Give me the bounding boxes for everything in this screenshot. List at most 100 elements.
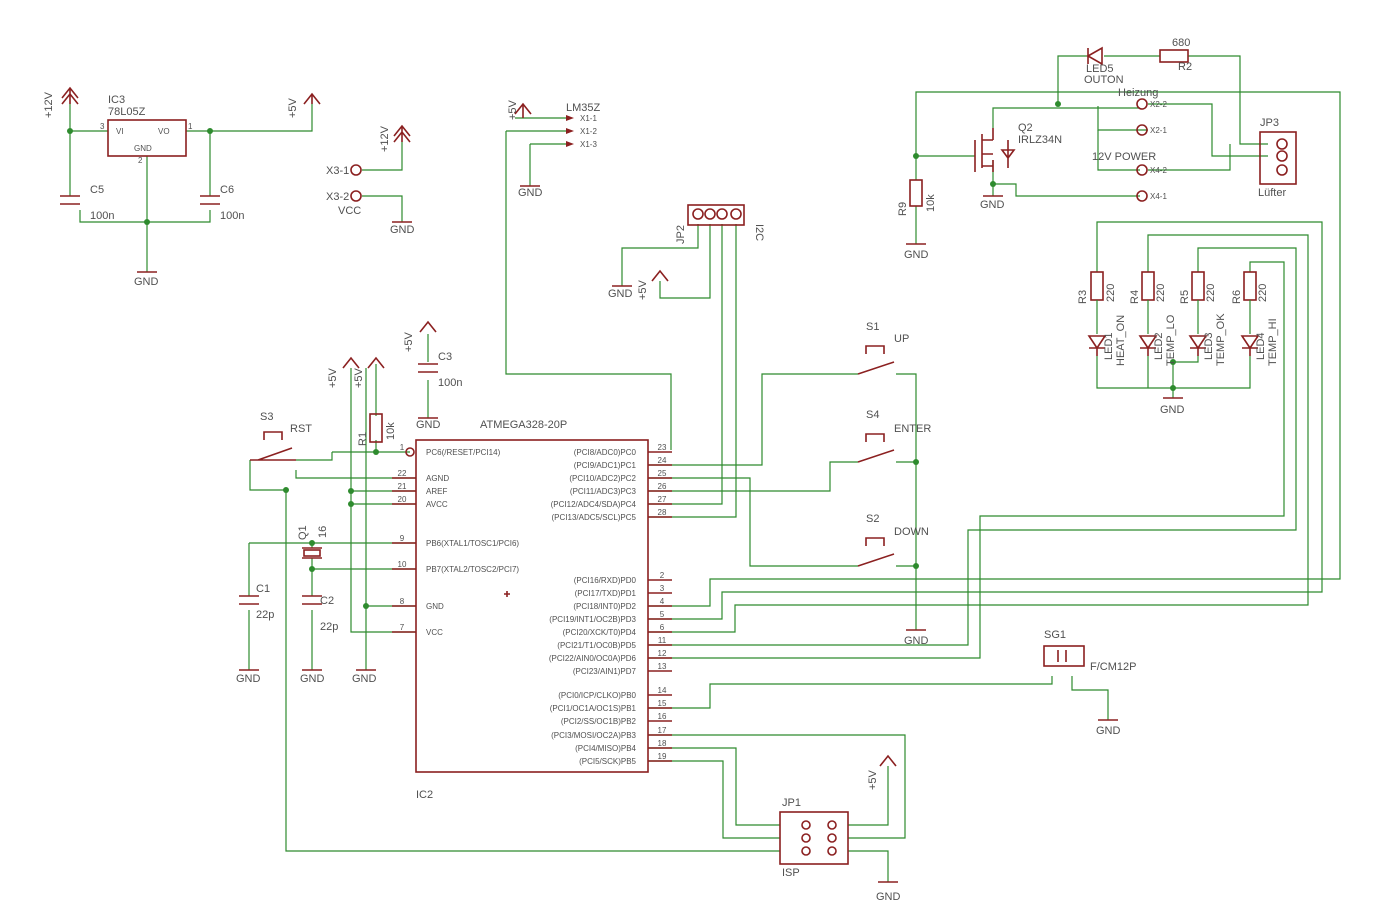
mcu-pin-number: 8 [400,597,405,606]
mcu-pin-name: (PCI11/ADC3)PC3 [570,487,637,496]
mcu-pin-number: 17 [658,726,667,735]
mcu-pin-number: 16 [658,712,667,721]
label-gnd-lm35: GND [518,187,543,199]
label-x2-2: X2-2 [1150,100,1167,109]
label-gnd-x3: GND [390,224,415,236]
label-s4: S4 [866,409,879,421]
label-x1-1: X1-1 [580,114,597,123]
label-ic3-gnd: GND [134,144,152,153]
mcu-pin-name: (PCI12/ADC4/SDA)PC4 [551,500,637,509]
mcu-pin-name: (PCI17/TXD)PD1 [575,589,637,598]
label-r4-value: 220 [1155,284,1167,302]
label-q2-value: IRLZ34N [1018,134,1062,146]
components [60,46,1297,865]
label-outon: OUTON [1084,74,1124,86]
label-x3-1: X3-1 [326,165,349,177]
mcu-pin-name: (PCI20/XCK/T0)PD4 [563,628,637,637]
mcu-pin-name: AGND [426,474,449,483]
label-q2: Q2 [1018,122,1033,134]
label-gnd-c2: GND [300,673,325,685]
label-c1: C1 [256,583,270,595]
label-5v-c3: +5V [403,331,415,352]
label-gnd-mcu: GND [352,673,377,685]
mcu-pin-number: 3 [660,584,665,593]
mcu-pin-number: 11 [658,636,667,645]
label-c2-value: 22p [320,621,338,633]
mcu-pin-number: 18 [658,739,667,748]
label-r4: R4 [1129,290,1141,304]
label-r3: R3 [1077,290,1089,304]
mcu-pin-number: 26 [658,482,667,491]
label-heizung: Heizung [1118,87,1158,99]
label-up: UP [894,333,909,345]
label-temp-hi: TEMP_HI [1267,318,1279,366]
label-gnd-jp2: GND [608,288,633,300]
mcu-pin-number: 23 [658,443,667,452]
mcu-pin-name: PB7(XTAL2/TOSC2/PCI7) [426,565,519,574]
mcu-pin-name: (PCI10/ADC2)PC2 [569,474,636,483]
label-ic3: IC3 [108,94,125,106]
mcu-pin-name: (PCI5/SCK)PB5 [579,757,636,766]
label-gnd-r9: GND [904,249,929,261]
label-r6: R6 [1231,290,1243,304]
label-12v-b: +12V [379,125,391,152]
labels: +12V IC3 78L05Z VI VO GND 3 1 2 +5V C5 1… [43,37,1286,903]
label-r1: R1 [357,432,369,446]
mcu-pin-number: 20 [398,495,407,504]
mcu-pin-name: (PCI1/OC1A/OC1S)PB1 [550,704,637,713]
label-12v-power: 12V POWER [1092,151,1156,163]
label-r2: R2 [1178,61,1192,73]
label-x3-2: X3-2 [326,191,349,203]
label-gnd-c3: GND [416,419,441,431]
label-jp1: JP1 [782,797,801,809]
label-gnd-isp: GND [876,891,901,903]
label-5v-jp2: +5V [637,279,649,300]
label-x4-2: X4-2 [1150,166,1167,175]
mcu-pin-name: (PCI18/INT0)PD2 [573,602,636,611]
mcu-pin-number: 12 [658,649,667,658]
label-5v-r1a: +5V [327,367,339,388]
label-jp3: JP3 [1260,117,1279,129]
mcu-pin-name: (PCI13/ADC5/SCL)PC5 [552,513,637,522]
label-mcu: ATMEGA328-20P [480,419,567,431]
label-gnd-c1: GND [236,673,261,685]
label-x4-1: X4-1 [1150,192,1167,201]
label-q1-value: 16 [317,526,329,538]
mcu-pin-name: (PCI3/MOSI/OC2A)PB3 [551,731,636,740]
label-heat-on: HEAT_ON [1115,315,1127,366]
mcu-pin-name: (PCI22/AIN0/OC0A)PD6 [549,654,637,663]
mcu-pin-name: (PCI4/MISO)PB4 [575,744,636,753]
label-r9-value: 10k [925,194,937,212]
mcu-pin-number: 28 [658,508,667,517]
label-sg1-value: F/CM12P [1090,661,1136,673]
label-s2: S2 [866,513,879,525]
wires [69,55,1341,882]
mcu-pin-name: (PCI21/T1/OC0B)PD5 [557,641,636,650]
label-r2-value: 680 [1172,37,1190,49]
mcu-pin-number: 13 [658,662,667,671]
mcu-pin-name: AVCC [426,500,448,509]
label-lm35: LM35Z [566,102,601,114]
label-led2: LED2 [1153,332,1165,360]
mcu-pin-number: 10 [398,560,407,569]
mcu-pin-name: GND [426,602,444,611]
label-jp2: JP2 [675,225,687,244]
mcu-pin-number: 6 [660,623,665,632]
label-down: DOWN [894,526,929,538]
label-ic3-vo: VO [158,127,170,136]
label-led3: LED3 [1203,332,1215,360]
label-ic3-pin3: 3 [100,122,105,131]
mcu-pin-number: 9 [400,534,405,543]
mcu-pin-number: 4 [660,597,665,606]
mcu-pin-name: (PCI0/ICP/CLKO)PB0 [558,691,636,700]
label-r3-value: 220 [1105,284,1117,302]
junctions [67,101,1176,609]
label-temp-ok: TEMP_OK [1215,313,1227,366]
mcu-right-pin-labels: (PCI8/ADC0)PC023(PCI9/ADC1)PC124(PCI10/A… [549,443,667,766]
mcu-pin-name: AREF [426,487,447,496]
mcu-pin-name: PC6(/RESET/PCI14) [426,448,501,457]
label-c5-value: 100n [90,210,114,222]
mcu-pin-name: (PCI16/RXD)PD0 [574,576,637,585]
mcu-pin-name: (PCI23/AIN1)PD7 [573,667,637,676]
